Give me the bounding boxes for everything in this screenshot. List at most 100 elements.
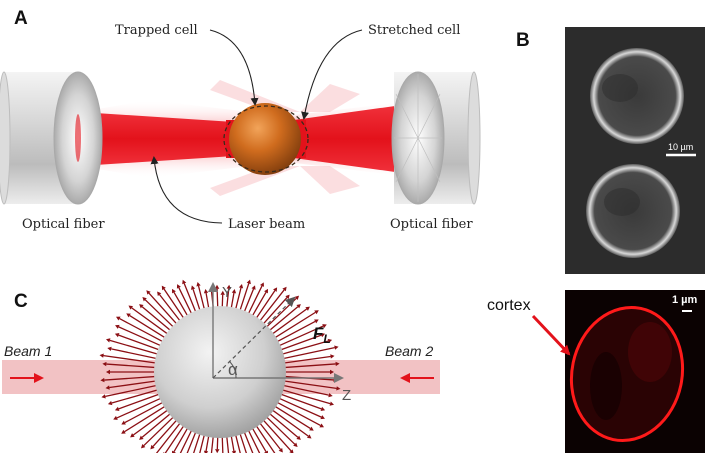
force-arrow-head (113, 415, 118, 420)
force-arrow-head (106, 369, 110, 375)
force-arrow (148, 292, 179, 327)
micro-cell-top-nucleus (602, 74, 638, 102)
force-arrow-head (320, 333, 326, 338)
force-arrow-head (215, 449, 220, 453)
force-arrow (279, 388, 331, 405)
panel-b-letter: B (516, 30, 530, 51)
fiber-left-back (0, 71, 11, 205)
fiber-left-core (75, 114, 81, 162)
force-arrow (246, 427, 261, 453)
force-arrow-head (176, 284, 181, 289)
force-arrow (238, 283, 250, 314)
optical-fiber-left-label: Optical fiber (22, 217, 105, 232)
force-arrow (281, 355, 331, 365)
force-arrow-head (121, 429, 126, 434)
force-arrow-head (322, 324, 327, 329)
fiber-right-back (467, 71, 481, 205)
force-arrow (281, 379, 337, 390)
force-arrows (99, 279, 341, 453)
force-arrow (179, 427, 194, 453)
force-arrow (186, 429, 198, 453)
force-arrow (257, 420, 281, 450)
force-arrow (272, 404, 311, 430)
force-arrow-head (220, 290, 225, 295)
stretched-cell-leader (301, 29, 363, 120)
force-arrow-head (101, 394, 106, 399)
force-arrow-head (330, 354, 335, 359)
force-arrow (261, 417, 292, 452)
force-arrow (234, 287, 242, 312)
force-arrow (164, 423, 186, 453)
force-arrow (119, 318, 166, 344)
laser-beam-leader (150, 156, 223, 224)
force-arrow-head (296, 435, 301, 440)
force-arrow-head (139, 435, 144, 440)
force-arrow (192, 288, 202, 314)
panel-c-letter: C (14, 291, 28, 312)
force-arrow-head (294, 295, 300, 301)
force-arrow-head (278, 447, 283, 453)
force-arrow (261, 297, 288, 327)
force-arrow-head (226, 284, 231, 289)
force-arrow-head (231, 289, 237, 294)
force-arrow (141, 411, 173, 438)
fiber-right-face-lines (394, 74, 442, 202)
force-arrow (250, 425, 267, 452)
force-arrow-head (293, 442, 298, 447)
fluorescent-cell-dark (590, 352, 622, 420)
force-arrow (144, 299, 176, 330)
beam-1-label: Beam 1 (4, 343, 52, 359)
force-arrow (173, 425, 190, 452)
force-arrow-head (251, 285, 256, 290)
force-arrow-head (214, 284, 220, 289)
force-arrow (131, 307, 171, 337)
force-arrow (246, 285, 263, 317)
force-arrow (278, 334, 322, 352)
force-arrow-head (238, 283, 244, 289)
force-arrow (118, 334, 162, 352)
angle-label: α (228, 360, 238, 379)
force-arrow (234, 432, 241, 453)
optical-fiber-left (0, 71, 103, 205)
force-arrow (124, 400, 166, 424)
force-arrow (178, 287, 194, 317)
force-arrow-head (140, 443, 146, 449)
laser-beam-left (80, 112, 265, 166)
force-arrow (124, 404, 168, 433)
force-arrow-head (264, 450, 268, 453)
force-arrow (269, 407, 309, 437)
force-arrow-head (182, 279, 187, 285)
axis-y-label: Y (222, 284, 232, 301)
force-arrow (242, 288, 255, 315)
force-arrow (267, 411, 299, 438)
force-arrow (106, 363, 159, 369)
force-arrow-head (105, 338, 111, 343)
scale-label-10um: 10 µm (668, 142, 693, 152)
force-label: FL (313, 324, 331, 346)
laser-scatter-top (210, 80, 300, 112)
force-arrow (274, 400, 321, 426)
force-arrow-head (121, 420, 126, 425)
cell-sphere (154, 306, 286, 438)
force-arrow (197, 285, 206, 312)
force-arrow (281, 363, 336, 369)
force-arrow-head (139, 304, 144, 309)
force-arrow-head (231, 450, 237, 453)
force-arrow (254, 423, 276, 453)
force-arrow (267, 306, 299, 333)
force-arrow-head (289, 449, 294, 453)
force-arrow-head (105, 385, 110, 390)
force-arrow (280, 346, 335, 360)
force-arrow (103, 354, 159, 365)
laser-scatter-bottom-right (300, 166, 360, 194)
force-arrow-head (128, 305, 134, 310)
force-arrow-head (264, 288, 268, 294)
force-arrow-head (172, 288, 176, 294)
force-arrow-head (306, 434, 312, 439)
panel-b: B 10 µm 1 µm cortex (487, 27, 705, 453)
force-arrow-head (273, 287, 278, 292)
force-arrow-head (327, 338, 333, 344)
force-arrow-head (161, 285, 166, 291)
axis-z-label: Z (342, 387, 351, 404)
